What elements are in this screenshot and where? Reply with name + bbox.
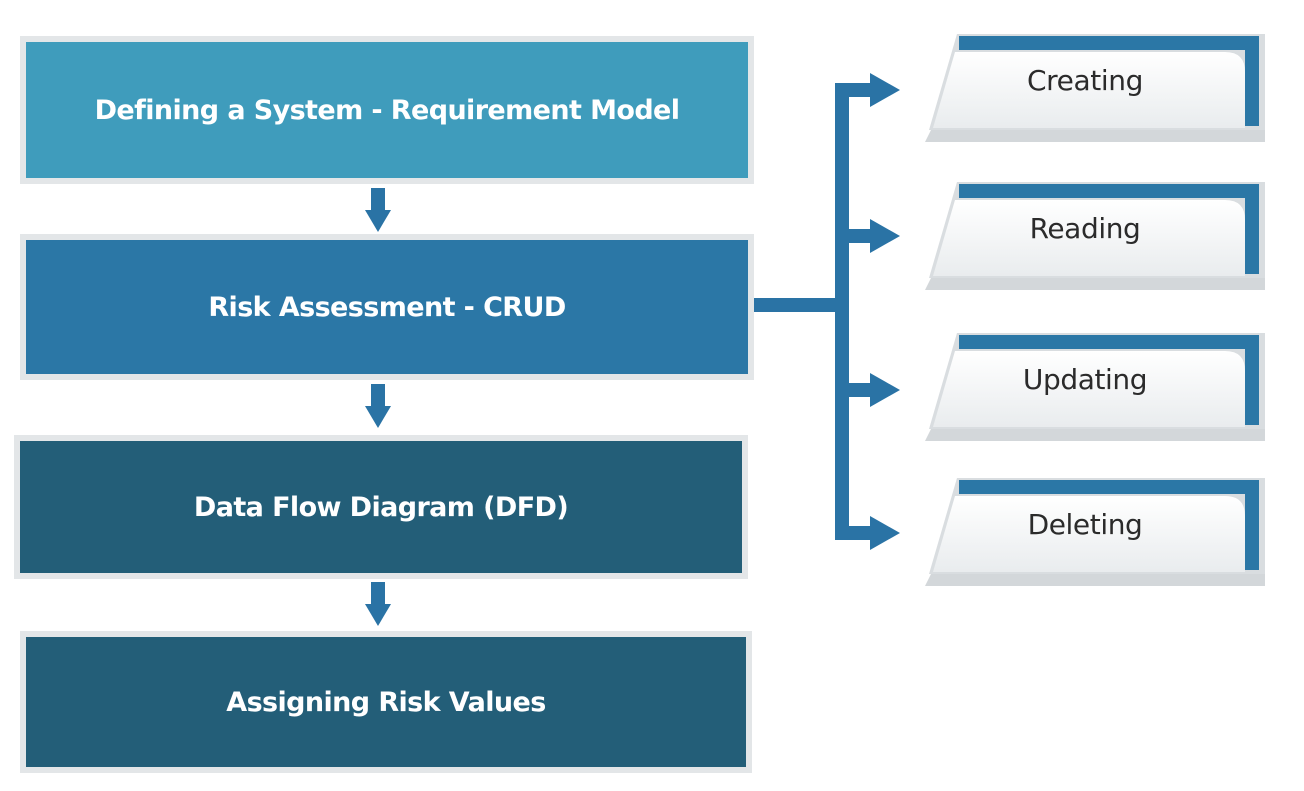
step-box-requirement-model: Defining a System - Requirement Model <box>20 36 754 184</box>
down-arrow-icon <box>365 582 391 628</box>
crud-tab-label: Reading <box>1029 212 1141 245</box>
crud-tab-label: Deleting <box>1027 508 1143 541</box>
crud-tab-reading: Reading <box>925 178 1270 290</box>
step-label: Risk Assessment - CRUD <box>208 291 566 323</box>
crud-tab-label: Updating <box>1022 363 1148 396</box>
crud-tab-updating: Updating <box>925 329 1270 441</box>
crud-tab-deleting: Deleting <box>925 474 1270 586</box>
step-label: Data Flow Diagram (DFD) <box>193 491 569 523</box>
right-arrow-icon <box>870 219 900 253</box>
right-arrow-icon <box>870 73 900 107</box>
right-arrow-icon <box>870 373 900 407</box>
crud-tab-label: Creating <box>1027 64 1143 97</box>
crud-tab-creating: Creating <box>925 30 1270 142</box>
step-box-risk-assessment: Risk Assessment - CRUD <box>20 234 754 380</box>
down-arrow-icon <box>365 188 391 234</box>
step-box-risk-values: Assigning Risk Values <box>20 631 752 773</box>
right-arrow-icon <box>870 516 900 550</box>
step-box-data-flow-diagram: Data Flow Diagram (DFD) <box>14 435 748 579</box>
step-label: Assigning Risk Values <box>226 686 546 718</box>
step-label: Defining a System - Requirement Model <box>94 94 680 126</box>
down-arrow-icon <box>365 384 391 430</box>
